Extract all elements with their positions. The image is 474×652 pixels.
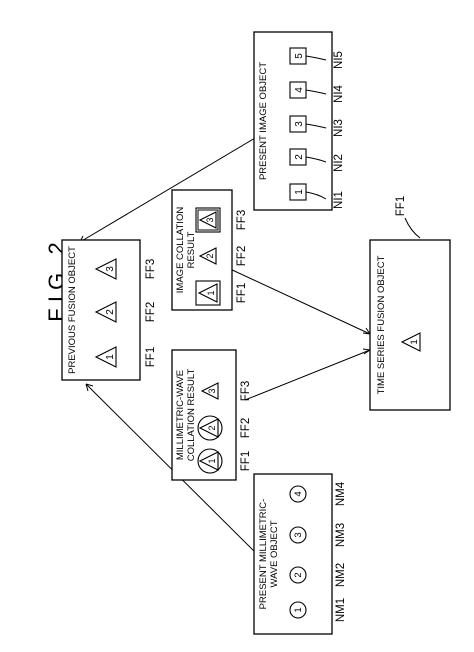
image-collation-item-1: 1	[195, 280, 221, 306]
millimetric-collation-item-1: 1	[197, 448, 223, 474]
previous-fusion-item-3: 3	[94, 258, 117, 280]
label-ni4: NI4	[333, 84, 345, 103]
item-number: 2	[205, 253, 215, 258]
label-ni1: NI1	[333, 191, 345, 209]
image-collation-item-2: 2	[198, 247, 217, 265]
link-millimetric-collation-to-time-series	[244, 349, 371, 401]
present-millimetric-item-1: 1	[289, 601, 307, 619]
item-number: 1	[293, 607, 304, 612]
link-previous-to-present-image	[79, 127, 273, 243]
item-number: 5	[294, 53, 305, 59]
image-collation-label-ff1: FF1	[236, 283, 248, 303]
triangle-marker-icon	[198, 247, 217, 265]
present-image-title: PRESENT IMAGE OBJECT	[258, 62, 269, 180]
previous-label-ff2: FF2	[145, 302, 157, 322]
triangle-marker-icon	[94, 346, 117, 368]
item-number: 4	[293, 491, 304, 496]
square-frame-icon	[195, 280, 221, 306]
present-image-labels: NI1 NI2 NI3 NI4 NI5	[305, 51, 345, 209]
millimetric-collation-item-3: 3	[200, 382, 219, 400]
image-collation-title-line1: IMAGE COLLATION	[175, 207, 186, 294]
present-millimetric-title-line1: PRESENT MILLIMETRIC-	[258, 499, 269, 610]
circle-marker-icon	[289, 566, 307, 584]
millimetric-collation-label-ff2: FF2	[240, 418, 252, 438]
millimetric-collation-label-ff1: FF1	[240, 451, 252, 471]
label-nm4: NM4	[335, 481, 347, 506]
item-number: 1	[409, 339, 420, 344]
link-image-collation-to-time-series	[227, 267, 371, 335]
millimetric-collation-title-line1: MILLIMETRIC-WAVE	[175, 370, 186, 460]
triangle-marker-icon	[198, 451, 219, 471]
arrowhead-time-series-b	[362, 348, 371, 355]
present-millimetric-item-3: 3	[289, 526, 307, 544]
millimetric-collation-result-box: MILLIMETRIC-WAVE COLLATION RESULT 1 2 3	[171, 349, 237, 481]
image-collation-title-line2: RESULT	[186, 231, 197, 268]
item-number: 1	[294, 189, 305, 195]
present-millimetric-title-line2: WAVE OBJECT	[269, 520, 280, 587]
circle-marker-icon	[289, 526, 307, 544]
image-collation-label-ff2: FF2	[236, 246, 248, 266]
label-ni5: NI5	[333, 51, 345, 69]
square-frame-icon	[195, 207, 221, 233]
present-image-object-box: PRESENT IMAGE OBJECT 1 2 3 4 5	[253, 31, 333, 211]
arrowhead-previous-end-2	[85, 383, 94, 392]
item-number: 2	[293, 572, 304, 577]
item-number: 3	[205, 217, 215, 222]
circle-marker-icon	[289, 485, 307, 503]
present-millimetric-item-2: 2	[289, 566, 307, 584]
label-ni2: NI2	[333, 154, 345, 172]
circle-frame-icon	[197, 448, 223, 474]
arrowhead-time-series-a	[362, 327, 371, 335]
item-number: 2	[207, 425, 217, 430]
previous-fusion-item-2: 2	[94, 301, 117, 323]
triangle-marker-icon	[198, 211, 217, 229]
triangle-marker-icon	[94, 258, 117, 280]
triangle-marker-icon	[94, 301, 117, 323]
item-number: 3	[105, 266, 116, 272]
square-frame-inner-icon	[197, 209, 219, 231]
previous-fusion-title: PREVIOUS FUSION OBJECT	[67, 246, 78, 374]
ff1-callout-leader	[404, 217, 421, 239]
present-millimetric-object-box: PRESENT MILLIMETRIC- WAVE OBJECT 1 2 3 4	[253, 473, 333, 635]
item-number: 2	[105, 309, 116, 315]
millimetric-collation-item-2: 2	[197, 415, 223, 441]
item-number: 1	[206, 290, 216, 295]
item-number: 3	[294, 121, 305, 127]
item-number: 1	[207, 458, 217, 463]
previous-fusion-item-1: 1	[94, 346, 117, 368]
millimetric-collation-label-ff3: FF3	[240, 381, 252, 401]
time-series-callout-ff1: FF1	[395, 196, 407, 216]
image-collation-result-box: IMAGE COLLATION RESULT 1 2 3	[171, 189, 233, 311]
label-ni3: NI3	[333, 119, 345, 137]
item-number: 3	[207, 388, 217, 393]
previous-label-ff1: FF1	[145, 347, 157, 367]
item-number: 2	[294, 154, 305, 160]
label-nm2: NM2	[335, 563, 347, 587]
time-series-item-1: 1	[400, 332, 421, 352]
present-millimetric-item-4: 4	[289, 485, 307, 503]
millimetric-collation-title-line2: COLLATION RESULT	[186, 369, 197, 462]
circle-marker-icon	[289, 601, 307, 619]
circle-frame-icon	[197, 415, 223, 441]
label-nm1: NM1	[335, 598, 347, 622]
image-collation-label-ff3: FF3	[236, 210, 248, 230]
previous-label-ff3: FF3	[145, 259, 157, 279]
label-nm3: NM3	[335, 523, 347, 547]
time-series-title: TIME SERIES FUSION OBJECT	[376, 255, 387, 394]
item-number: 3	[293, 532, 304, 537]
item-number: 4	[294, 87, 305, 93]
time-series-fusion-object-box: TIME SERIES FUSION OBJECT 1	[369, 239, 451, 411]
triangle-marker-icon	[197, 283, 218, 303]
triangle-marker-icon	[400, 332, 421, 352]
image-collation-item-3: 3	[195, 207, 221, 233]
triangle-marker-icon	[198, 418, 219, 438]
previous-fusion-object-box: PREVIOUS FUSION OBJECT 1 2 3	[61, 239, 141, 381]
item-number: 1	[105, 354, 116, 360]
triangle-marker-icon	[200, 382, 219, 400]
